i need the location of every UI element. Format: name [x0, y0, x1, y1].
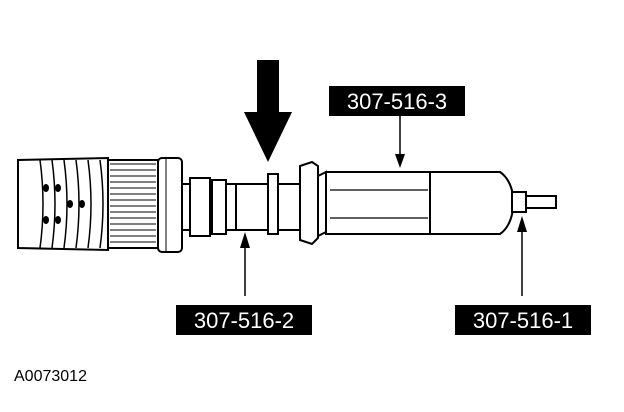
callout-307-516-2-text: 307-516-2 — [194, 308, 294, 333]
tool-307-516-3-body — [299, 160, 557, 246]
callout-307-516-2: 307-516-2 — [176, 305, 312, 335]
shaft-with-seals — [181, 173, 301, 237]
callout-307-516-1-text: 307-516-1 — [473, 308, 573, 333]
threaded-cylinder — [17, 156, 109, 252]
callout-307-516-3: 307-516-3 — [329, 86, 465, 116]
leader-307-516-2 — [240, 232, 250, 296]
figure-id: A0073012 — [14, 368, 87, 385]
callout-307-516-1: 307-516-1 — [455, 305, 591, 335]
callout-307-516-3-text: 307-516-3 — [347, 89, 447, 114]
knurled-collar — [107, 157, 183, 253]
force-arrow-icon — [244, 60, 292, 162]
leader-307-516-3 — [395, 112, 405, 168]
leader-307-516-1 — [517, 216, 527, 296]
